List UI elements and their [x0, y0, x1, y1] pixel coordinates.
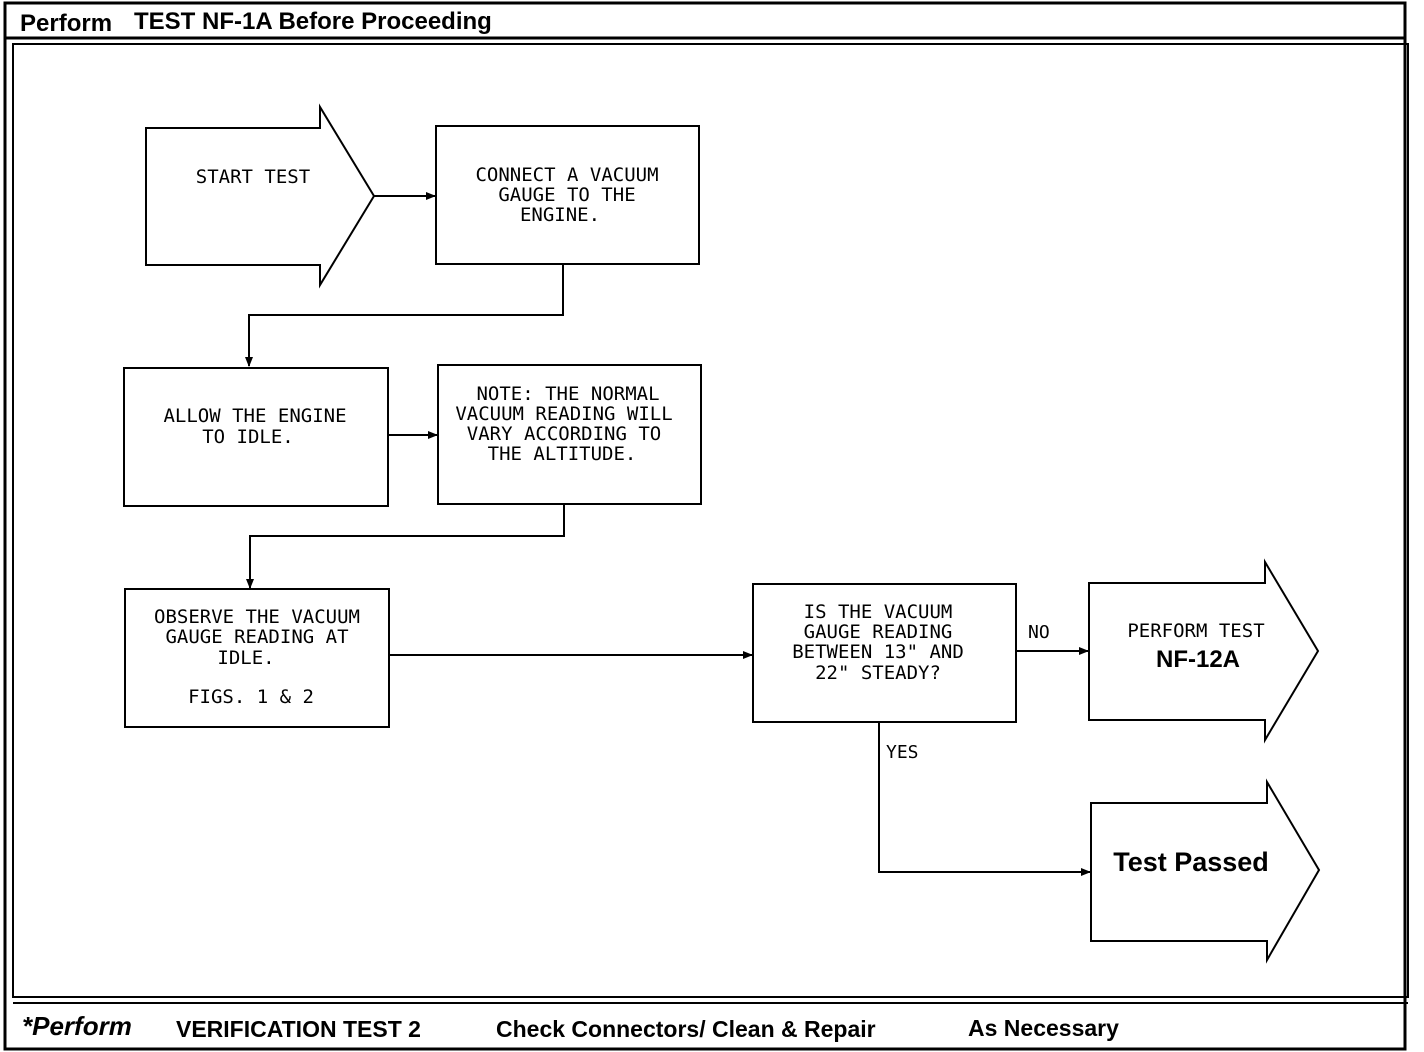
connect-line-2: GAUGE TO THE: [498, 184, 635, 206]
connector-connect-to-allow: [245, 264, 564, 367]
decision-box: [752, 583, 1017, 723]
connector-note-to-observe: [246, 504, 565, 589]
connect-gauge-box: [435, 125, 700, 265]
observe-gauge-box: [124, 588, 390, 728]
decision-line-4: 22" STEADY?: [815, 662, 941, 684]
perform-next-line-1: PERFORM TEST: [1127, 620, 1264, 642]
header-perform-word: Perform: [20, 10, 112, 37]
note-line-4: THE ALTITUDE.: [488, 443, 637, 465]
note-line-1: NOTE: THE NORMAL: [476, 383, 659, 405]
start-test-label: START TEST: [196, 166, 310, 188]
decision-line-3: BETWEEN 13" AND: [792, 641, 964, 663]
perform-next-test-id: NF-12A: [1156, 646, 1240, 673]
connector-decision-yes: [878, 722, 1091, 876]
test-passed-label: Test Passed: [1113, 847, 1269, 877]
note-line-2: VACUUM READING WILL: [455, 403, 672, 425]
start-test-arrow: [145, 103, 376, 289]
footer-check-connectors: Check Connectors/ Clean & Repair: [496, 1016, 876, 1042]
observe-line-2: GAUGE READING AT: [165, 626, 348, 648]
test-passed-arrow: [1090, 778, 1321, 964]
connect-line-3: ENGINE.: [520, 204, 600, 226]
observe-line-3: IDLE.: [217, 647, 274, 669]
page-title: TEST NF-1A Before Proceeding: [134, 8, 492, 35]
decision-line-1: IS THE VACUUM: [804, 601, 953, 623]
allow-line-1: ALLOW THE ENGINE: [163, 405, 346, 427]
footer-verification-test: VERIFICATION TEST 2: [176, 1016, 421, 1042]
outer-border: [3, 1, 1407, 1051]
connect-line-1: CONNECT A VACUUM: [475, 164, 658, 186]
footer-as-necessary: As Necessary: [968, 1015, 1119, 1041]
yes-branch-label: YES: [886, 742, 919, 763]
footer-perform-word: *Perform: [22, 1011, 132, 1041]
decision-line-2: GAUGE READING: [804, 621, 953, 643]
perform-next-test-arrow: [1088, 558, 1320, 744]
diagram-border: [12, 43, 1409, 998]
note-line-3: VARY ACCORDING TO: [467, 423, 661, 445]
observe-figs-label: FIGS. 1 & 2: [188, 686, 314, 708]
allow-idle-box: [123, 367, 389, 507]
allow-line-2: TO IDLE.: [202, 426, 294, 448]
observe-line-1: OBSERVE THE VACUUM: [154, 606, 360, 628]
note-box: [437, 364, 702, 505]
no-branch-label: NO: [1028, 622, 1050, 643]
